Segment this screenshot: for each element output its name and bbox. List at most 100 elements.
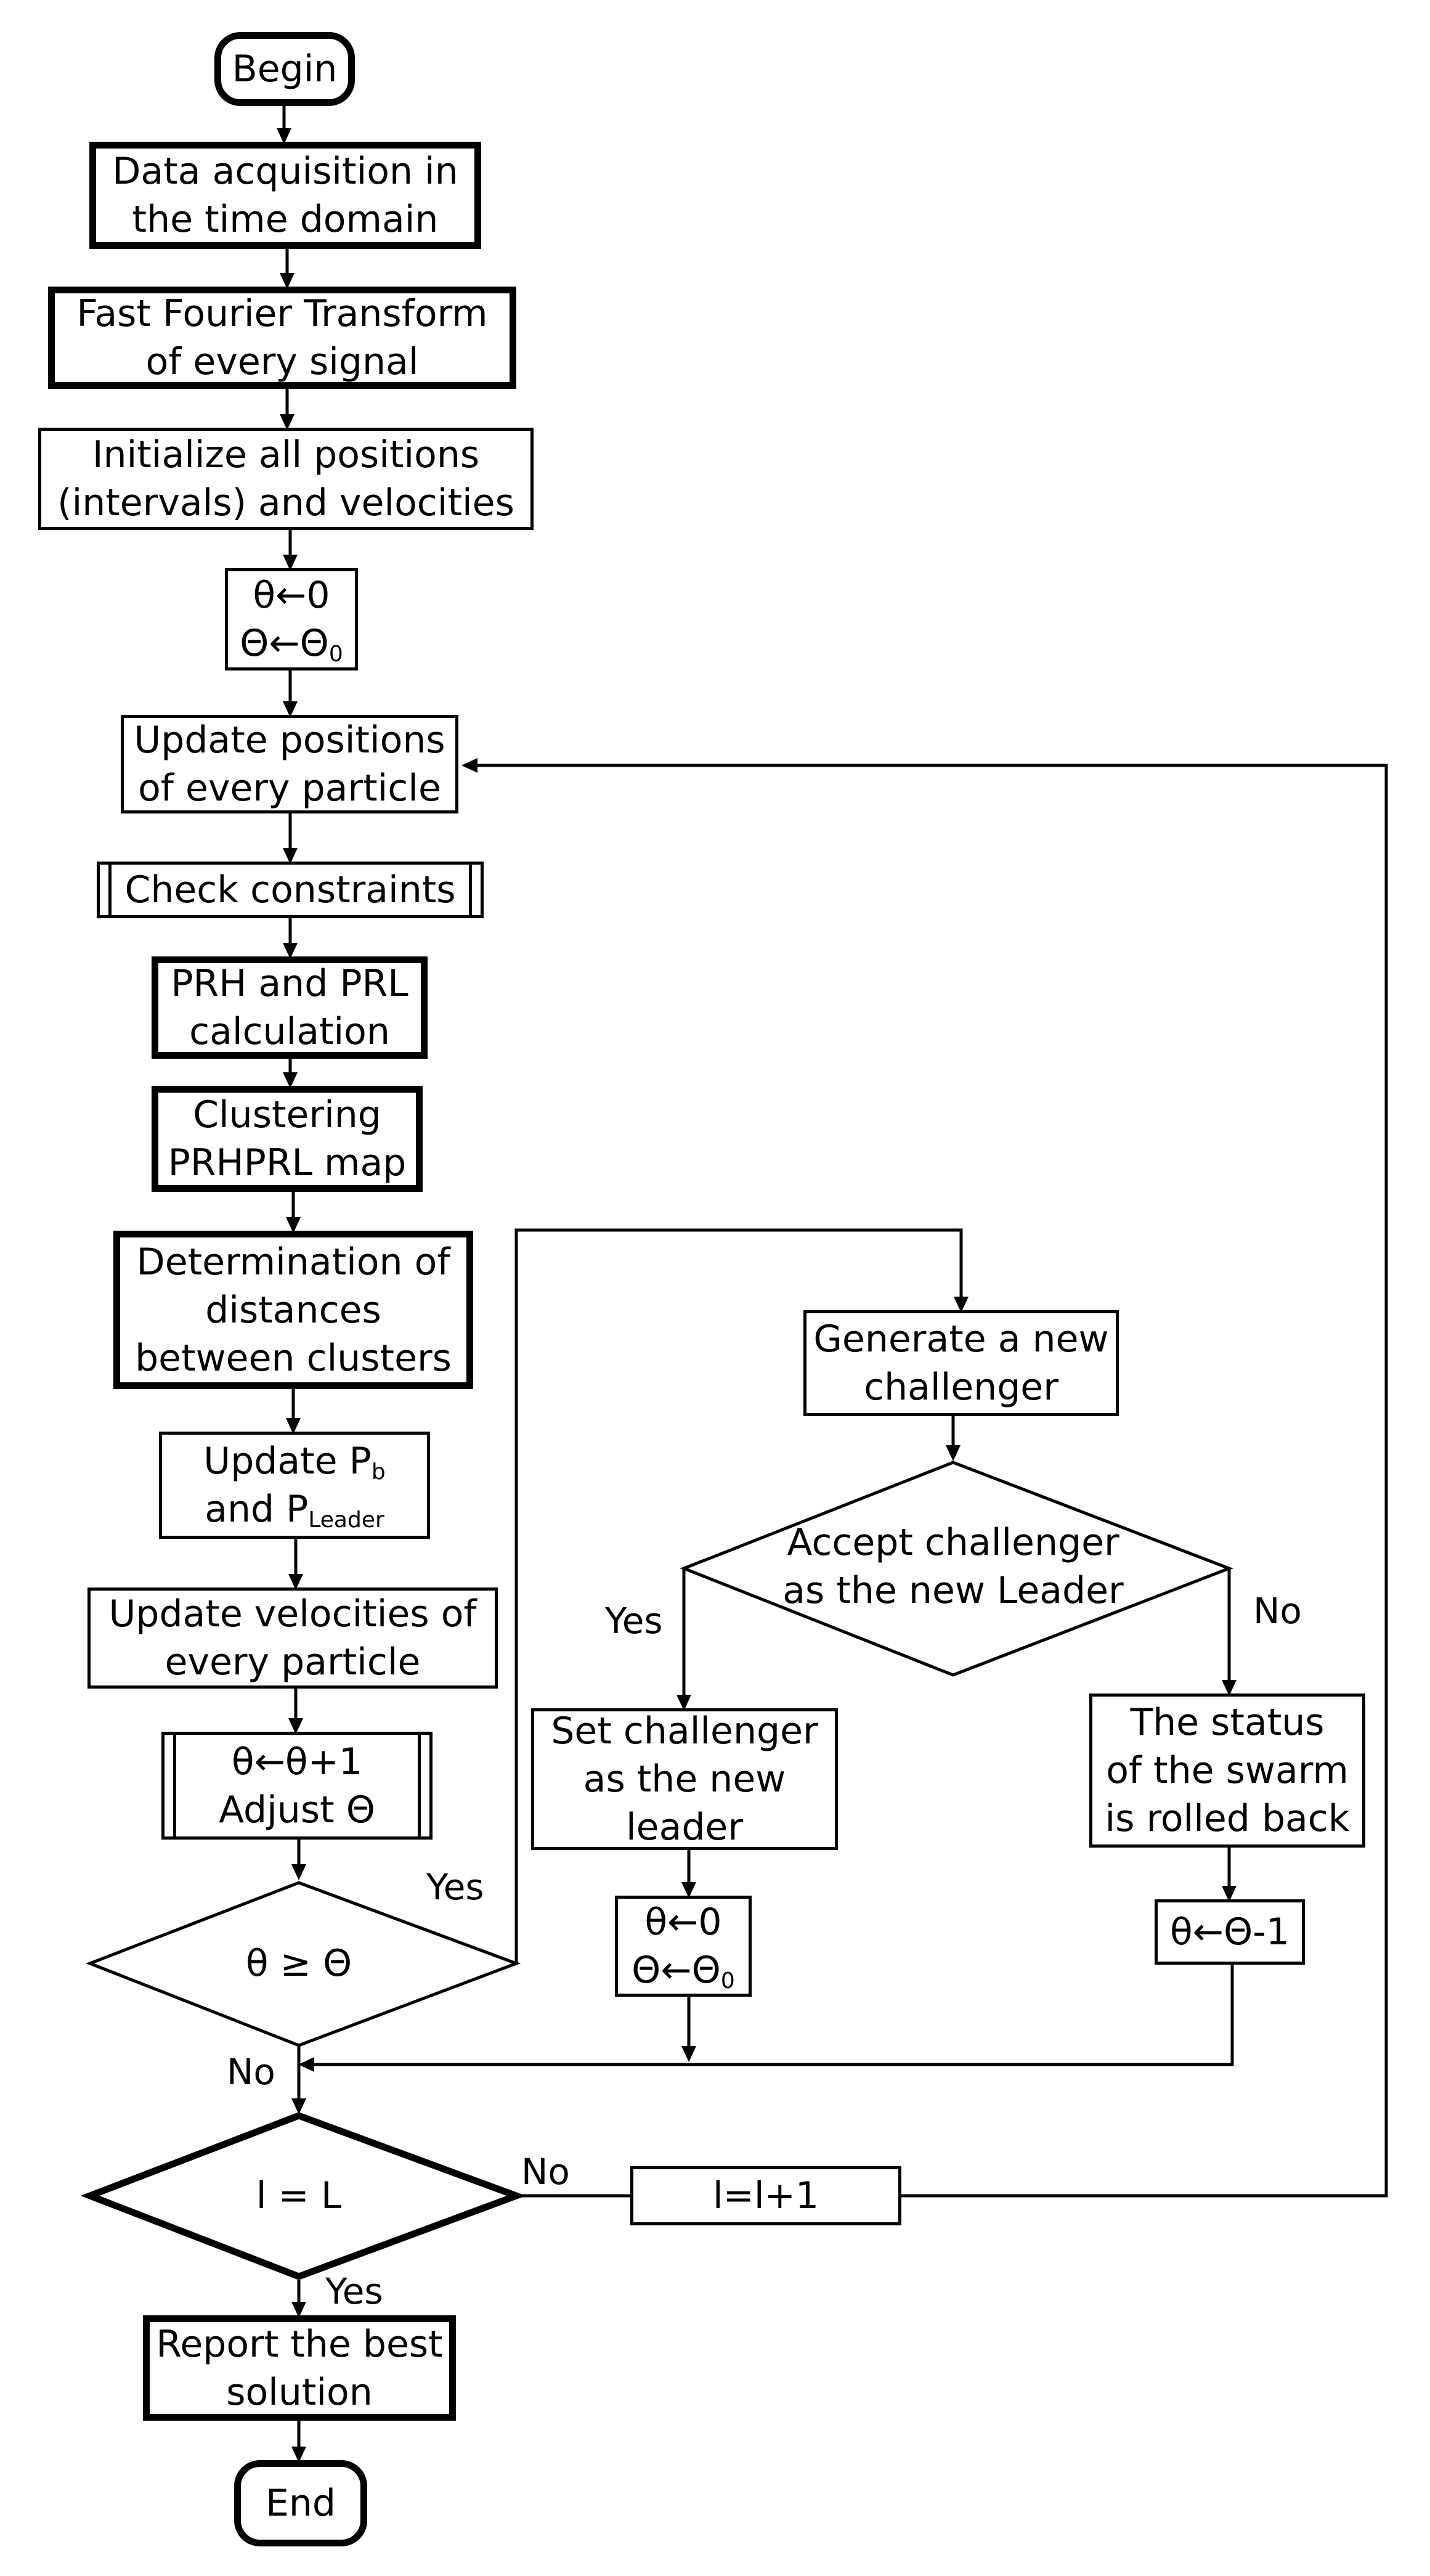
arrowhead	[283, 555, 298, 571]
reset2-Theta-line: Θ←Θ0	[632, 1946, 735, 1994]
rollback-line1: The status	[1130, 1701, 1325, 1744]
report-line1: Report the best	[156, 2322, 443, 2366]
update-pb-box: Update Pb and PLeader	[159, 1432, 430, 1539]
rollback-line2: of the swarm	[1106, 1749, 1349, 1792]
check-label: Check constraints	[124, 868, 456, 911]
arrowhead	[291, 2302, 306, 2318]
update-vel-line1: Update velocities of	[108, 1592, 477, 1636]
decrement-theta-box: θ←Θ-1	[1155, 1899, 1305, 1965]
arrowhead	[286, 1418, 301, 1434]
arrowhead	[1222, 1680, 1237, 1696]
report-line2: solution	[226, 2370, 373, 2414]
begin-terminal: Begin	[214, 32, 355, 106]
edge-cond1-yes	[514, 1228, 963, 1963]
init-line2: (intervals) and velocities	[57, 481, 514, 524]
set-challenger-box: Set challenger as the new leader	[531, 1708, 838, 1850]
arrowhead	[283, 943, 298, 959]
prh-line1: PRH and PRL	[171, 962, 408, 1005]
end-label: End	[265, 2482, 336, 2525]
arrowhead	[291, 2098, 306, 2114]
inc-line1: θ←θ+1	[231, 1740, 363, 1783]
update-velocities-box: Update velocities of every particle	[87, 1588, 498, 1689]
arrowhead	[280, 414, 295, 430]
cond1-no-label: No	[227, 2051, 275, 2093]
dist-line1: Determination of	[136, 1240, 450, 1284]
accept-diamond	[680, 1461, 1233, 1677]
init-line1: Initialize all positions	[92, 433, 480, 476]
accept-yes-label: Yes	[605, 1600, 663, 1642]
edge-decr-merge	[302, 1965, 1234, 2066]
rollback-line3: is rolled back	[1105, 1797, 1350, 1840]
arrowhead	[291, 1864, 306, 1880]
arrowhead	[681, 2046, 696, 2062]
update-pos-line1: Update positions	[134, 719, 445, 762]
update-positions-box: Update positions of every particle	[121, 715, 458, 813]
arrowhead	[283, 848, 298, 864]
cond2-no-label: No	[521, 2151, 570, 2193]
reset2-Theta: Θ←Θ	[632, 1949, 721, 1992]
cond2-diamond	[80, 2112, 526, 2280]
arrowhead	[681, 1882, 696, 1898]
increment-l-box: l=l+1	[630, 2166, 901, 2225]
cond2-yes-label: Yes	[325, 2270, 383, 2312]
acquisition-line2: the time domain	[132, 198, 439, 241]
arrowhead	[461, 758, 477, 773]
arrowhead	[298, 2057, 314, 2072]
set-line1: Set challenger	[551, 1710, 818, 1753]
arrowhead	[288, 1718, 303, 1734]
distances-box: Determination of distances between clust…	[113, 1231, 473, 1389]
arrowhead	[283, 701, 298, 717]
gen-line2: challenger	[864, 1366, 1058, 1409]
fft-line1: Fast Fourier Transform	[76, 292, 488, 335]
inc-line2: Adjust Θ	[219, 1788, 375, 1832]
accept-line2: as the new Leader	[782, 1569, 1124, 1612]
reset-counter-box: θ←0 Θ←Θ0	[225, 568, 358, 670]
arrowhead	[1222, 1886, 1237, 1902]
reset1-Theta: Θ←Θ	[240, 622, 329, 665]
generate-challenger-box: Generate a new challenger	[803, 1310, 1119, 1416]
data-acquisition-box: Data acquisition in the time domain	[89, 142, 481, 249]
pb-line1: Update P	[203, 1440, 372, 1483]
prh-line2: calculation	[189, 1010, 390, 1053]
accept-no-label: No	[1253, 1590, 1302, 1632]
edge-loop-back	[465, 764, 1388, 2198]
cond1-label: θ ≥ Θ	[245, 1942, 352, 1985]
reset-counter-box-2: θ←0 Θ←Θ0	[615, 1896, 752, 1997]
begin-label: Begin	[232, 47, 338, 91]
fft-line2: of every signal	[145, 340, 419, 383]
pb-line1-wrap: Update Pb	[203, 1437, 385, 1485]
arrowhead	[277, 128, 291, 144]
dist-line3: between clusters	[135, 1336, 452, 1380]
prh-prl-box: PRH and PRL calculation	[152, 956, 428, 1059]
update-pos-line2: of every particle	[138, 767, 441, 810]
cluster-line2: PRHPRL map	[168, 1141, 407, 1184]
arrowhead	[954, 1297, 969, 1313]
acquisition-line1: Data acquisition in	[112, 150, 458, 193]
arrowhead	[283, 1072, 298, 1088]
update-vel-line2: every particle	[165, 1641, 421, 1684]
cond1-diamond	[86, 1881, 521, 2047]
rollback-box: The status of the swarm is rolled back	[1089, 1694, 1365, 1848]
arrowhead	[291, 2447, 306, 2463]
arrowhead	[286, 1217, 301, 1233]
reset1-Theta-line: Θ←Θ0	[240, 619, 343, 667]
cluster-line1: Clustering	[193, 1093, 381, 1136]
gen-line1: Generate a new	[813, 1318, 1109, 1361]
set-line3: leader	[625, 1806, 744, 1849]
accept-label: Accept challenger as the new Leader	[782, 1518, 1123, 1615]
arrowhead	[946, 1445, 961, 1461]
reset2-theta: θ←0	[644, 1901, 722, 1944]
reset1-theta: θ←0	[253, 574, 330, 617]
fft-box: Fast Fourier Transform of every signal	[48, 287, 516, 389]
pb-line2: and P	[205, 1488, 309, 1531]
set-line2: as the new	[583, 1758, 786, 1801]
decr-label: θ←Θ-1	[1169, 1910, 1290, 1954]
dist-line2: distances	[205, 1288, 381, 1332]
reset1-sub: 0	[328, 642, 343, 667]
cond2-label: l = L	[256, 2174, 342, 2217]
arrowhead	[288, 1574, 303, 1590]
arrowhead	[676, 1695, 691, 1711]
initialize-box: Initialize all positions (intervals) and…	[38, 428, 534, 530]
pb-line2-wrap: and PLeader	[203, 1485, 385, 1533]
end-terminal: End	[234, 2460, 367, 2546]
